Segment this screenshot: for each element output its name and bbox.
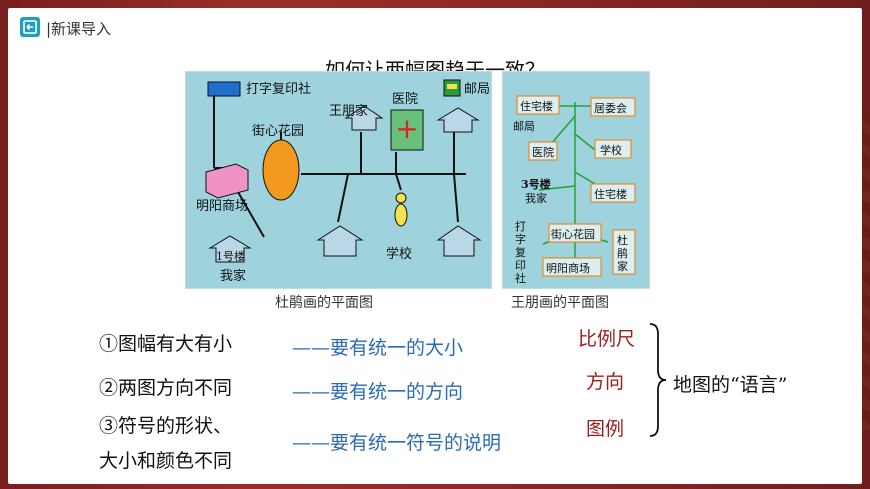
label-res1: 住宅楼 <box>520 99 553 113</box>
label-my-home-2: 我家 <box>525 191 547 205</box>
mall-symbol <box>205 163 249 199</box>
reason-1: ①图幅有大有小 <box>99 333 233 355</box>
garden-symbol <box>262 139 300 201</box>
house-symbol <box>436 107 480 133</box>
label-my-home: 我家 <box>220 268 246 284</box>
back-icon[interactable] <box>20 17 40 37</box>
wang-home-symbol <box>344 105 384 131</box>
header-title: |新课导入 <box>46 20 112 38</box>
post-horn-icon <box>447 84 457 89</box>
label-school: 学校 <box>386 246 412 262</box>
header-bar: |新课导入 <box>8 8 862 44</box>
summary-map-language: 地图的“语言” <box>673 374 788 396</box>
label-mall-2: 明阳商场 <box>546 261 590 275</box>
my-home-symbol <box>208 235 252 263</box>
label-dujuan-home: 杜鹃家 <box>617 234 628 273</box>
map-dujuan: 打字复印社 邮局 + 医院 王朋家 街心花园 明阳商场 1号楼 我家 学校 <box>185 71 492 289</box>
label-wang-home: 王朋家 <box>329 103 368 119</box>
house-symbol <box>316 225 364 257</box>
label-print-shop-2: 打字复印社 <box>515 220 526 285</box>
label-garden: 街心花园 <box>252 123 304 139</box>
map-wangpeng-drawing: 住宅楼 居委会 邮局 医院 学校 3号楼 我家 住宅楼 街心花园 明阳商场 <box>513 95 636 277</box>
label-res2: 住宅楼 <box>594 187 627 201</box>
map1-caption: 杜鹃画的平面图 <box>275 295 373 311</box>
student-body-icon <box>394 203 408 227</box>
hospital-symbol <box>390 109 424 151</box>
term-legend: 图例 <box>586 418 625 440</box>
label-building3: 3号楼 <box>521 177 551 191</box>
reason-3-line1: ③符号的形状、 <box>99 415 233 437</box>
solution-3: ——要有统一符号的说明 <box>292 432 502 454</box>
term-scale: 比例尺 <box>578 328 636 350</box>
brace-icon <box>649 323 667 437</box>
term-direction: 方向 <box>586 371 625 393</box>
label-hospital-2: 医院 <box>532 145 554 159</box>
student-icon <box>395 192 407 204</box>
solution-2: ——要有统一的方向 <box>292 381 464 403</box>
house-symbol <box>436 225 482 257</box>
label-post-office-2: 邮局 <box>513 120 535 133</box>
reason-2: ②两图方向不同 <box>99 377 233 399</box>
print-shop-symbol <box>207 81 241 97</box>
label-hospital: 医院 <box>392 92 418 107</box>
map2-caption: 王朋画的平面图 <box>511 295 609 311</box>
reason-3-line2: 大小和颜色不同 <box>99 450 233 472</box>
label-building1: 1号楼 <box>216 249 245 263</box>
label-mall: 明阳商场 <box>196 199 248 214</box>
map-dujuan-drawing: 打字复印社 邮局 + 医院 王朋家 街心花园 明阳商场 1号楼 我家 学校 <box>196 79 490 284</box>
label-print-shop: 打字复印社 <box>246 81 311 97</box>
map-wangpeng: 住宅楼 居委会 邮局 医院 学校 3号楼 我家 住宅楼 街心花园 明阳商场 打字… <box>502 71 650 289</box>
label-committee: 居委会 <box>594 102 627 115</box>
hospital-cross-icon: + <box>395 112 418 145</box>
solution-1: ——要有统一的大小 <box>292 337 464 359</box>
label-garden-2: 街心花园 <box>551 227 595 241</box>
label-school-2: 学校 <box>600 143 622 157</box>
label-post-office: 邮局 <box>464 82 490 97</box>
